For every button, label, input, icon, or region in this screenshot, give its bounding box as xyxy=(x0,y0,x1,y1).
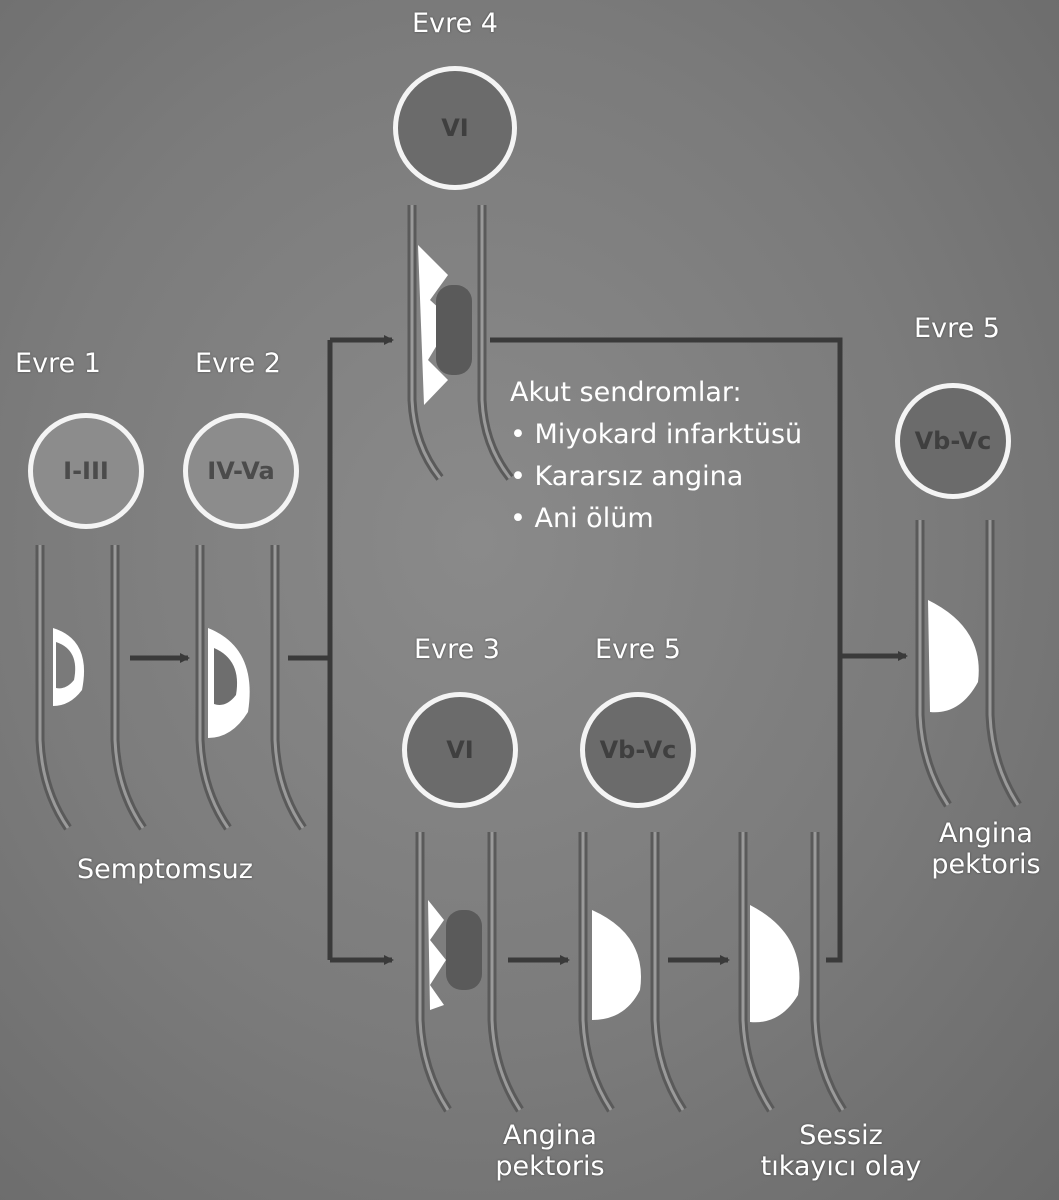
vessel-stage1 xyxy=(40,545,143,828)
acute-item-unstable-angina: • Kararsız angina xyxy=(510,456,802,498)
angina-right-label: Angina pektoris xyxy=(931,818,1040,880)
vessel-stage5-mid xyxy=(583,832,683,1110)
plaque-stage5-right xyxy=(928,600,979,712)
stage5-right-circle-text: Vb-Vc xyxy=(915,427,992,455)
thrombus-stage4 xyxy=(436,285,472,375)
stage5-mid-circle-text: Vb-Vc xyxy=(600,736,677,764)
stage1-circle-text: I-III xyxy=(63,457,109,485)
stage5-right-circle: Vb-Vc xyxy=(895,383,1011,499)
silent-line1: Sessiz xyxy=(761,1120,922,1151)
stage1-label: Evre 1 xyxy=(15,348,101,379)
vessel-stage2 xyxy=(200,545,303,828)
acute-syndromes-title: Akut sendromlar: xyxy=(510,372,802,414)
plaque-silent xyxy=(750,905,799,1022)
plaque-stage5-mid xyxy=(592,910,641,1020)
stage2-circle: IV-Va xyxy=(183,413,299,529)
thrombus-stage3 xyxy=(446,910,482,990)
stage5-mid-circle: Vb-Vc xyxy=(580,692,696,808)
acute-item-mi: • Miyokard infarktüsü xyxy=(510,414,802,456)
angina-right-line1: Angina xyxy=(931,818,1040,849)
stage5-right-label: Evre 5 xyxy=(914,313,1000,344)
stage5-mid-label: Evre 5 xyxy=(595,634,681,665)
stage4-circle-text: VI xyxy=(441,114,469,142)
vessel-silent xyxy=(743,832,843,1110)
vessel-stage3 xyxy=(420,832,520,1110)
acute-item-sudden-death: • Ani ölüm xyxy=(510,498,802,540)
stage4-label: Evre 4 xyxy=(412,8,498,39)
silent-event-label: Sessiz tıkayıcı olay xyxy=(761,1120,922,1182)
acute-syndromes-box: Akut sendromlar: • Miyokard infarktüsü •… xyxy=(510,372,802,540)
angina-left-line2: pektoris xyxy=(495,1151,604,1182)
angina-right-line2: pektoris xyxy=(931,849,1040,880)
silent-line2: tıkayıcı olay xyxy=(761,1151,922,1182)
stage1-circle: I-III xyxy=(28,413,144,529)
stage2-label: Evre 2 xyxy=(195,348,281,379)
plaque-stage3 xyxy=(428,900,446,1010)
vessel-stage5-right xyxy=(920,520,1018,805)
asymptomatic-label: Semptomsuz xyxy=(77,854,253,885)
stage3-circle-text: VI xyxy=(446,736,474,764)
stage2-circle-text: IV-Va xyxy=(207,457,274,485)
angina-left-label: Angina pektoris xyxy=(495,1120,604,1182)
stage3-label: Evre 3 xyxy=(414,634,500,665)
stage4-circle: VI xyxy=(393,66,517,190)
angina-left-line1: Angina xyxy=(495,1120,604,1151)
stage3-circle: VI xyxy=(402,692,518,808)
